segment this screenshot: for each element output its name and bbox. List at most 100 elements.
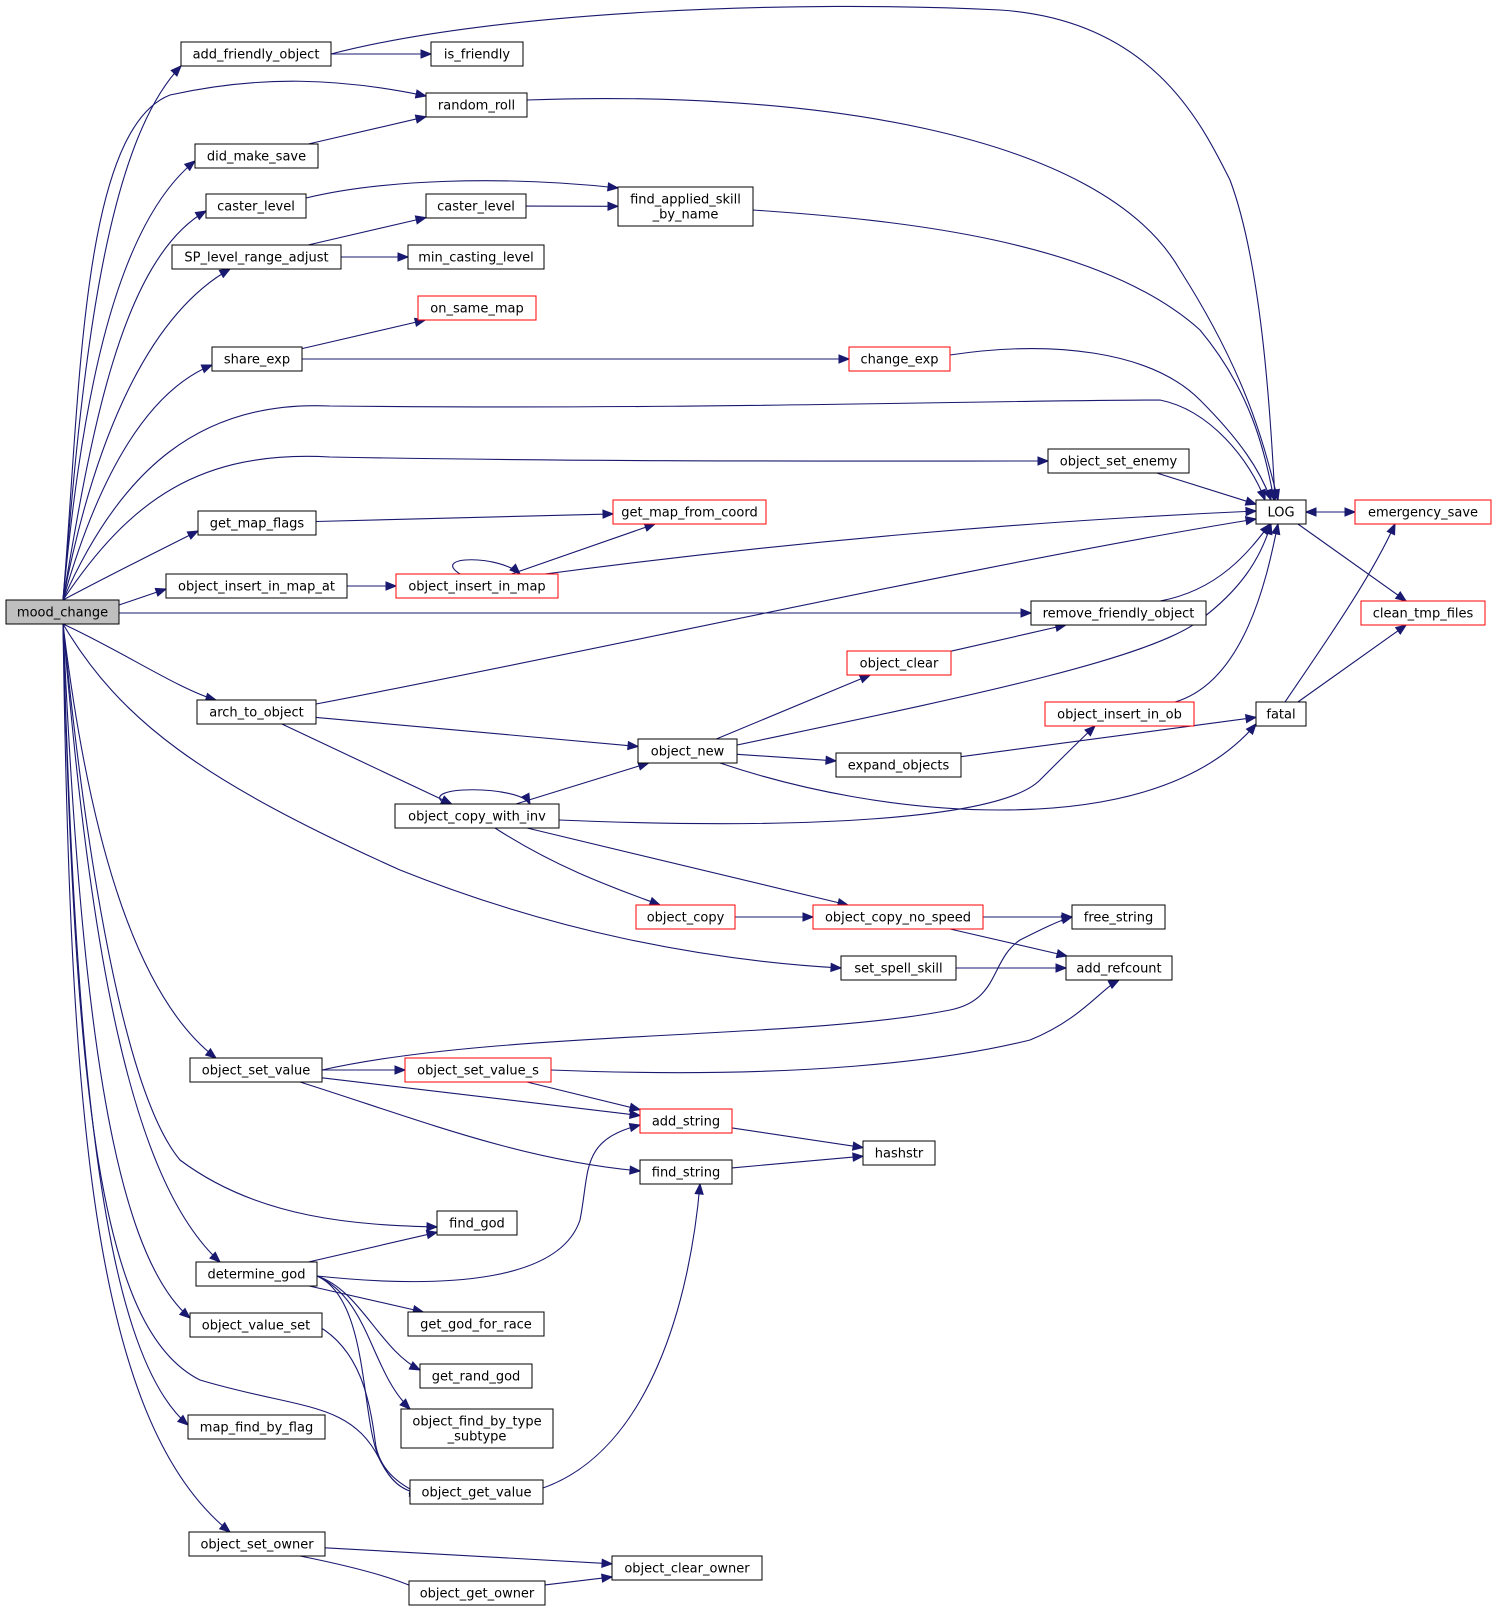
node-clean-tmp-files[interactable]: clean_tmp_files xyxy=(1360,600,1486,626)
node-find-applied-skill-by-name[interactable]: find_applied_skill_by_name xyxy=(617,186,754,227)
node-caster-level-2[interactable]: caster_level xyxy=(425,193,527,219)
edge-determine_god-to-get_rand_god xyxy=(316,1275,422,1371)
edge-object_new-to-LOG xyxy=(736,522,1273,746)
node-box xyxy=(197,510,317,536)
node-label: change_exp xyxy=(860,353,938,368)
node-object-insert-in-map[interactable]: object_insert_in_map xyxy=(395,573,559,599)
edge-mood_change-to-object_set_owner xyxy=(62,623,232,1533)
node-box xyxy=(611,1555,763,1581)
node-object-clear[interactable]: object_clear xyxy=(846,650,952,676)
node-add-refcount[interactable]: add_refcount xyxy=(1065,955,1173,981)
edge-line xyxy=(315,513,614,523)
arrowhead-icon xyxy=(1020,608,1033,618)
edge-line xyxy=(949,928,1068,957)
node-object-copy-no-speed[interactable]: object_copy_no_speed xyxy=(812,904,984,930)
arrowhead-icon xyxy=(520,792,531,806)
node-expand-objects[interactable]: expand_objects xyxy=(835,752,962,778)
node-add-friendly-object[interactable]: add_friendly_object xyxy=(180,41,332,67)
edge-line xyxy=(62,455,1049,601)
node-SP-level-range-adjust[interactable]: SP_level_range_adjust xyxy=(171,244,342,270)
edge-object_new-to-expand_objects xyxy=(736,753,838,765)
node-box xyxy=(205,193,307,219)
node-label: arch_to_object xyxy=(209,706,304,721)
arrowhead-icon xyxy=(1244,496,1258,506)
node-label: object_get_owner xyxy=(420,1587,535,1602)
node-object-insert-in-map-at[interactable]: object_insert_in_map_at xyxy=(165,573,348,599)
node-get-map-from-coord[interactable]: get_map_from_coord xyxy=(612,499,767,525)
node-object-find-by-type-subtype[interactable]: object_find_by_type_subtype xyxy=(400,1408,554,1449)
node-mood-change[interactable]: mood_change xyxy=(5,599,120,625)
arrowhead-icon xyxy=(218,1521,232,1533)
node-is-friendly[interactable]: is_friendly xyxy=(430,41,524,67)
node-random-roll[interactable]: random_roll xyxy=(425,92,528,118)
node-object-get-owner[interactable]: object_get_owner xyxy=(408,1580,546,1606)
edge-expand_objects-to-fatal xyxy=(960,713,1258,758)
arrowhead-icon xyxy=(414,215,428,225)
node-label: object_set_enemy xyxy=(1060,455,1178,470)
node-get-map-flags[interactable]: get_map_flags xyxy=(197,510,317,536)
node-LOG[interactable]: LOG xyxy=(1255,499,1307,525)
node-determine-god[interactable]: determine_god xyxy=(195,1261,318,1287)
arrowhead-icon xyxy=(183,160,197,172)
node-get-god-for-race[interactable]: get_god_for_race xyxy=(407,1311,545,1337)
node-object-clear-owner[interactable]: object_clear_owner xyxy=(611,1555,763,1581)
node-find-god[interactable]: find_god xyxy=(436,1210,518,1236)
arrowhead-icon xyxy=(1244,515,1258,526)
node-object-insert-in-ob[interactable]: object_insert_in_ob xyxy=(1044,701,1195,727)
node-get-rand-god[interactable]: get_rand_god xyxy=(419,1363,533,1389)
edge-object_copy_with_inv-to-object_insert_in_ob xyxy=(558,725,1096,825)
node-object-value-set[interactable]: object_value_set xyxy=(189,1312,323,1338)
node-set-spell-skill[interactable]: set_spell_skill xyxy=(840,955,957,981)
node-box xyxy=(195,1261,318,1287)
arrowhead-icon xyxy=(601,1573,614,1583)
node-did-make-save[interactable]: did_make_save xyxy=(194,143,319,169)
edge-line xyxy=(62,623,221,1263)
node-arch-to-object[interactable]: arch_to_object xyxy=(196,699,317,725)
node-caster-level-1[interactable]: caster_level xyxy=(205,193,307,219)
edge-line xyxy=(281,723,452,805)
node-object-set-owner[interactable]: object_set_owner xyxy=(188,1531,326,1557)
node-emergency-save[interactable]: emergency_save xyxy=(1354,499,1492,525)
node-map-find-by-flag[interactable]: map_find_by_flag xyxy=(187,1414,326,1440)
node-object-copy[interactable]: object_copy xyxy=(635,904,736,930)
node-object-set-enemy[interactable]: object_set_enemy xyxy=(1047,448,1190,474)
edge-object_insert_in_ob-to-LOG xyxy=(1174,522,1281,703)
arrowhead-icon xyxy=(648,896,662,906)
node-object-set-value-s[interactable]: object_set_value_s xyxy=(404,1057,552,1083)
node-change-exp[interactable]: change_exp xyxy=(848,346,951,372)
edge-object_copy_with_inv-to-object_copy_no_speed xyxy=(526,827,850,908)
node-add-string[interactable]: add_string xyxy=(639,1108,733,1134)
node-box xyxy=(5,599,120,625)
edge-arch_to_object-to-LOG xyxy=(315,515,1258,705)
arrowhead-icon xyxy=(1394,591,1408,602)
node-on-same-map[interactable]: on_same_map xyxy=(417,295,537,321)
node-share-exp[interactable]: share_exp xyxy=(211,346,303,372)
node-fatal[interactable]: fatal xyxy=(1255,701,1307,727)
edge-line xyxy=(511,523,656,575)
node-object-get-value[interactable]: object_get_value xyxy=(409,1479,544,1505)
arrowhead-icon xyxy=(607,182,620,192)
node-object-set-value[interactable]: object_set_value xyxy=(189,1057,323,1083)
node-min-casting-level[interactable]: min_casting_level xyxy=(407,244,545,270)
edge-random_roll-to-LOG xyxy=(526,98,1280,502)
edge-mood_change-to-SP_level_range_adjust xyxy=(62,268,232,601)
edge-mood_change-to-object_set_value xyxy=(62,623,218,1059)
edge-object_set_value-to-free_string xyxy=(321,914,1074,1071)
node-box xyxy=(189,1312,323,1338)
node-free-string[interactable]: free_string xyxy=(1071,904,1166,930)
edge-line xyxy=(62,623,217,701)
arrowhead-icon xyxy=(1304,507,1317,517)
node-object-copy-with-inv[interactable]: object_copy_with_inv xyxy=(394,803,560,829)
node-label: on_same_map xyxy=(430,302,523,317)
arrowhead-icon xyxy=(851,1141,865,1151)
edge-change_exp-to-LOG xyxy=(949,348,1272,502)
node-find-string[interactable]: find_string xyxy=(639,1159,733,1185)
edge-line xyxy=(526,98,1279,501)
arrowhead-icon xyxy=(209,1251,221,1263)
node-object-new[interactable]: object_new xyxy=(637,738,738,764)
node-remove-friendly-object[interactable]: remove_friendly_object xyxy=(1030,600,1207,626)
edge-object_set_value-to-add_string xyxy=(321,1077,642,1119)
edge-line xyxy=(949,348,1272,501)
edge-line xyxy=(736,523,1272,746)
node-hashstr[interactable]: hashstr xyxy=(862,1140,936,1166)
